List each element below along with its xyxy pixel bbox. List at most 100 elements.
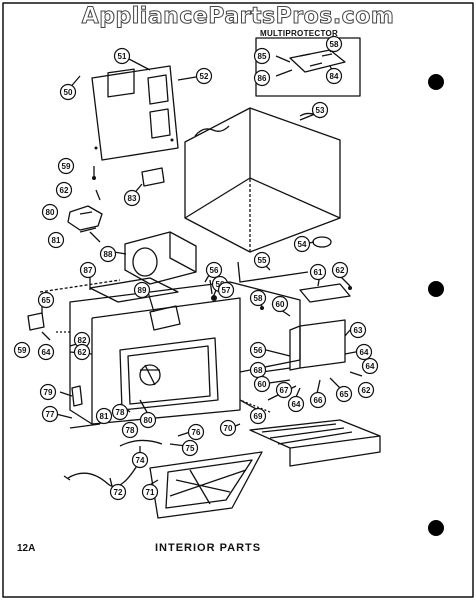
callout-label: 61 (314, 268, 323, 277)
drip-tray (149, 451, 263, 519)
outer-cabinet (184, 107, 341, 253)
callout-label: 54 (298, 240, 307, 249)
callout-label: 56 (254, 346, 263, 355)
binder-hole-bottom (428, 520, 444, 536)
callout-label: 64 (366, 362, 375, 371)
callout-68: 68 (249, 361, 267, 379)
callout-label: 84 (330, 72, 339, 81)
part-80 (67, 205, 103, 231)
callout-label: 59 (18, 346, 27, 355)
callout-label: 80 (144, 416, 153, 425)
callout-label: 58 (254, 294, 263, 303)
callout-label: 72 (114, 488, 123, 497)
page-number: 12A (17, 543, 36, 554)
callout-label: 64 (42, 348, 51, 357)
callout-label: 50 (64, 88, 73, 97)
cavity-opening (119, 337, 219, 411)
callout-71: 71 (141, 483, 159, 501)
callout-76: 76 (187, 423, 205, 441)
callout-label: 68 (254, 366, 263, 375)
callout-87: 87 (79, 261, 97, 279)
callout-72: 72 (109, 483, 127, 501)
callout-55: 55 (253, 251, 271, 269)
callout-63: 63 (349, 321, 367, 339)
callout-label: 81 (52, 236, 61, 245)
callout-50: 50 (59, 83, 77, 101)
callout-85: 85 (253, 47, 271, 65)
callout-88: 88 (99, 245, 117, 263)
callout-56: 56 (249, 341, 267, 359)
callout-label: 59 (62, 162, 71, 171)
callout-51: 51 (113, 47, 131, 65)
callout-64: 64 (287, 395, 305, 413)
callout-67: 67 (275, 381, 293, 399)
callout-65: 65 (335, 385, 353, 403)
callout-label: 69 (254, 412, 263, 421)
callout-60: 60 (271, 295, 289, 313)
callout-label: 56 (210, 266, 219, 275)
binder-hole-top (428, 74, 444, 90)
callout-label: 76 (192, 428, 201, 437)
watermark: AppliancePartsPros.com (81, 4, 395, 30)
callout-64: 64 (361, 357, 379, 375)
callout-label: 89 (138, 286, 147, 295)
callout-54: 54 (293, 235, 311, 253)
callout-84: 84 (325, 67, 343, 85)
callout-label: 77 (46, 410, 55, 419)
callout-label: 81 (100, 412, 109, 421)
callout-56: 56 (205, 261, 223, 279)
page-title: INTERIOR PARTS (155, 542, 262, 554)
callout-label: 67 (280, 386, 289, 395)
callout-label: 78 (116, 408, 125, 417)
callout-57: 57 (217, 281, 235, 299)
callout-64: 64 (37, 343, 55, 361)
callout-80: 80 (41, 203, 59, 221)
callout-83: 83 (123, 189, 141, 207)
part-78 (71, 385, 83, 407)
callout-65: 65 (37, 291, 55, 309)
callout-label: 62 (60, 186, 69, 195)
binder-hole-middle (428, 281, 444, 297)
callout-62: 62 (357, 381, 375, 399)
section-title: MULTIPROTECTOR (260, 29, 339, 38)
callout-label: 88 (104, 250, 113, 259)
callout-77: 77 (41, 405, 59, 423)
callout-58: 58 (325, 35, 343, 53)
callout-label: 85 (258, 52, 267, 61)
callout-80: 80 (139, 411, 157, 429)
callout-label: 62 (336, 266, 345, 275)
callout-label: 51 (118, 52, 127, 61)
part-89 (149, 305, 181, 331)
callout-label: 63 (354, 326, 363, 335)
callout-label: 52 (200, 72, 209, 81)
part-55 (237, 261, 309, 283)
part-77 (69, 423, 101, 429)
callout-label: 64 (360, 348, 369, 357)
callout-86: 86 (253, 69, 271, 87)
callout-64: 64 (355, 343, 373, 361)
callout-79: 79 (39, 383, 57, 401)
side-bracket (299, 319, 346, 369)
part-54 (312, 236, 332, 248)
callout-75: 75 (181, 439, 199, 457)
callout-label: 62 (362, 386, 371, 395)
callout-label: 60 (276, 300, 285, 309)
multiprotector-box (255, 37, 361, 97)
callout-59: 59 (13, 341, 31, 359)
rear-panel (91, 65, 179, 161)
callout-label: 55 (258, 256, 267, 265)
callout-62: 62 (55, 181, 73, 199)
callout-78: 78 (111, 403, 129, 421)
callout-74: 74 (131, 451, 149, 469)
callout-66: 66 (309, 391, 327, 409)
callout-69: 69 (249, 407, 267, 425)
callout-label: 58 (330, 40, 339, 49)
part-61 (299, 283, 351, 303)
callout-label: 62 (78, 348, 87, 357)
callout-label: 66 (314, 396, 323, 405)
multiprotector-board (289, 49, 346, 73)
part-70 (249, 419, 381, 449)
